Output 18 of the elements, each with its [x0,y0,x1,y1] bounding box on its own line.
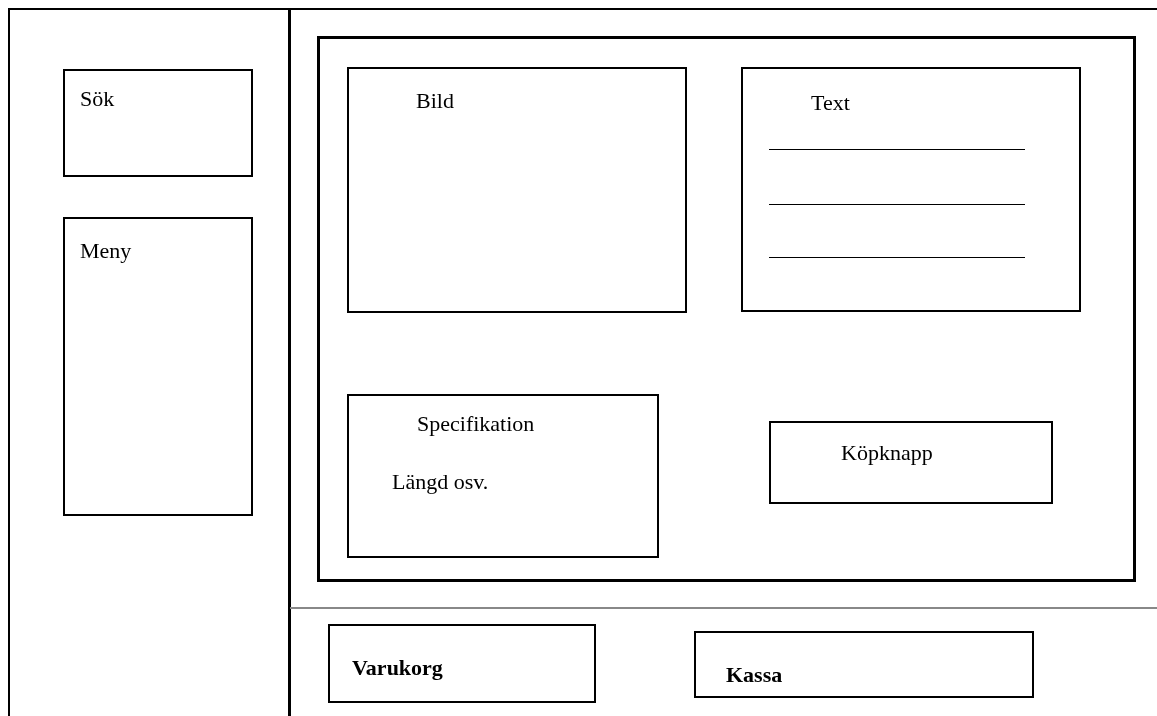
image-box [347,67,687,313]
label-text: Varukorg [352,656,443,681]
label-text: Meny [80,239,132,264]
label-text: Köpknapp [841,441,933,466]
label-text: Längd osv. [392,470,489,495]
label-text: Text [811,91,850,116]
buy-button [769,421,1053,504]
checkout-box [694,631,1034,698]
text-box [741,67,1081,312]
content-box [317,36,1136,582]
label-text: Kassa [726,663,783,688]
specification-box [347,394,659,558]
label-text: Bild [416,89,454,114]
label-text: Specifikation [417,412,535,437]
menu-box [63,217,253,516]
label-text: Sök [80,87,115,112]
search-box [63,69,253,177]
cart-box [328,624,596,703]
